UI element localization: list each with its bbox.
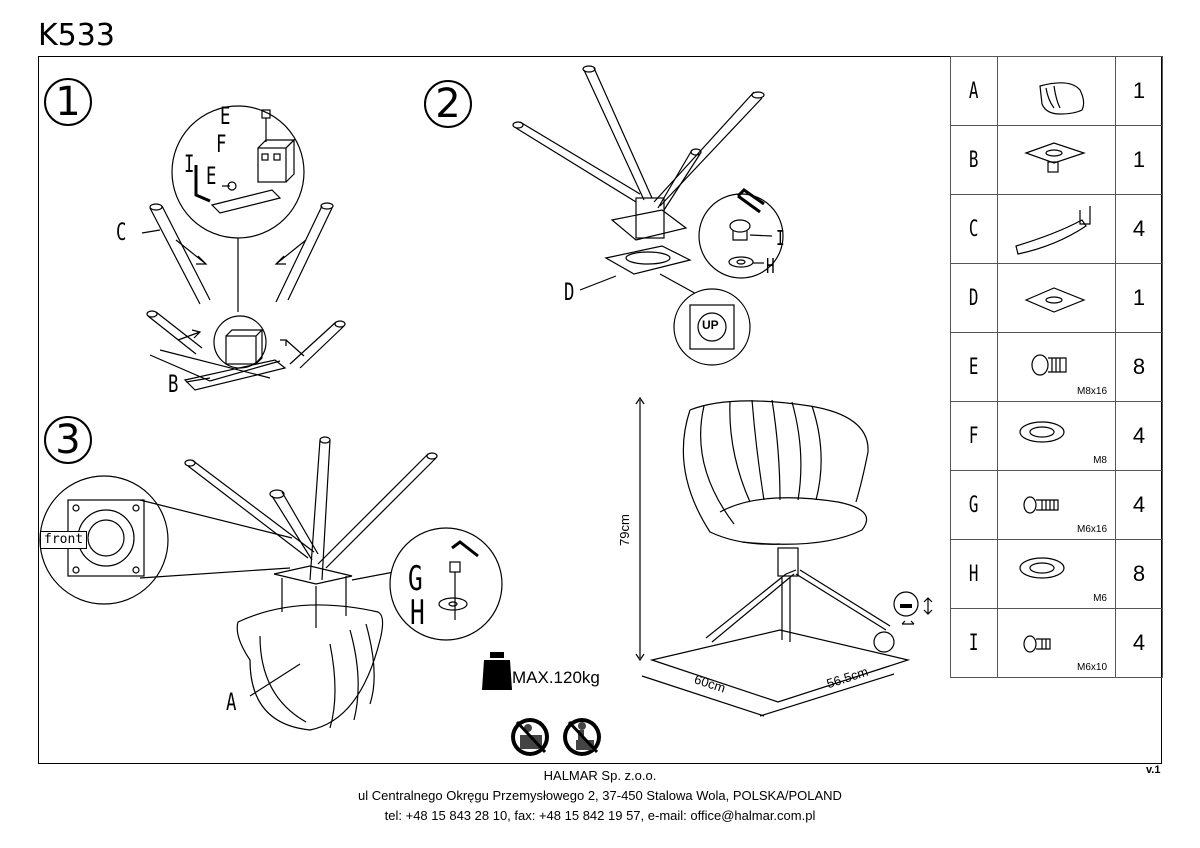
part-letter: H	[969, 561, 979, 587]
bolt-icon: M8x16	[997, 332, 1116, 402]
step-number-3: 3	[44, 416, 92, 464]
part-row: C 4	[950, 194, 1163, 264]
step1-label-b: B	[168, 370, 179, 398]
footer-contact: tel: +48 15 843 28 10, fax: +48 15 842 1…	[384, 808, 816, 823]
step1-label-e2: E	[206, 162, 217, 190]
step1-label-c: C	[116, 218, 127, 246]
part-row: D 1	[950, 263, 1163, 333]
version-label: v.1	[1146, 764, 1161, 776]
part-row: H M6 8	[950, 539, 1163, 609]
step1-label-i: I	[184, 150, 195, 178]
part-qty: 4	[1115, 608, 1163, 678]
part-letter: G	[969, 492, 979, 518]
part-row: G M6x16 4	[950, 470, 1163, 540]
step2-legs-icon	[512, 65, 784, 366]
no-standing-icon	[511, 718, 549, 756]
height-dimension: 79cm	[617, 514, 632, 546]
part-row: F M8 4	[950, 401, 1163, 471]
footer-address: ul Centralnego Okręgu Przemysłowego 2, 3…	[358, 788, 842, 803]
part-size: M8	[1093, 455, 1107, 466]
weight-icon	[482, 652, 512, 690]
bolt-icon: M6x10	[997, 608, 1116, 678]
front-tag: front	[40, 531, 88, 549]
part-qty: 4	[1115, 401, 1163, 471]
step1-label-e: E	[220, 102, 231, 130]
step-number-1: 1	[44, 78, 92, 126]
no-climbing-icon	[563, 718, 601, 756]
step3-label-h: H	[410, 593, 425, 633]
seat-shell-icon	[997, 56, 1116, 126]
document-title: K533	[38, 18, 115, 53]
part-letter: E	[969, 354, 979, 380]
step3-label-g: G	[408, 559, 423, 599]
parts-table: A 1 B 1 C 4 D 1 E M8x16 8 F M8 4 G M6x16…	[950, 56, 1163, 678]
step2-label-i: I	[776, 226, 785, 250]
swivel-plate-icon	[997, 125, 1116, 195]
leg-icon	[997, 194, 1116, 264]
part-size: M6x10	[1076, 662, 1107, 673]
footer-company: HALMAR Sp. z.o.o.	[543, 768, 657, 783]
part-row: E M8x16 8	[950, 332, 1163, 402]
part-row: I M6x10 4	[950, 608, 1163, 678]
part-qty: 1	[1115, 56, 1163, 126]
max-load-label: MAX.120kg	[512, 668, 600, 687]
part-letter: A	[969, 78, 979, 104]
assembled-chair-icon	[635, 396, 933, 717]
step2-label-h: H	[766, 254, 775, 278]
part-qty: 1	[1115, 263, 1163, 333]
part-size: M8x16	[1076, 386, 1107, 397]
part-letter: I	[969, 630, 979, 656]
part-size: M6	[1093, 593, 1107, 604]
step-number-2: 2	[424, 80, 472, 128]
step1-base-icon	[141, 202, 346, 391]
part-letter: C	[969, 216, 979, 242]
step1-detail-icon	[171, 105, 305, 312]
part-row: B 1	[950, 125, 1163, 195]
part-qty: 1	[1115, 125, 1163, 195]
mounting-plate-icon	[997, 263, 1116, 333]
step3-label-a: A	[226, 688, 237, 716]
part-qty: 4	[1115, 470, 1163, 540]
part-size: M6x16	[1076, 524, 1107, 535]
part-row: A 1	[950, 56, 1163, 126]
part-letter: B	[969, 147, 979, 173]
washer-icon: M8	[997, 401, 1116, 471]
part-qty: 8	[1115, 539, 1163, 609]
part-qty: 4	[1115, 194, 1163, 264]
part-letter: D	[969, 285, 979, 311]
step3-assembly-icon	[39, 436, 503, 731]
part-qty: 8	[1115, 332, 1163, 402]
bolt-icon: M6x16	[997, 470, 1116, 540]
step2-label-d: D	[564, 278, 575, 306]
up-mark: UP	[702, 318, 719, 332]
washer-icon: M6	[997, 539, 1116, 609]
step1-label-f: F	[216, 130, 227, 158]
part-letter: F	[969, 423, 979, 449]
